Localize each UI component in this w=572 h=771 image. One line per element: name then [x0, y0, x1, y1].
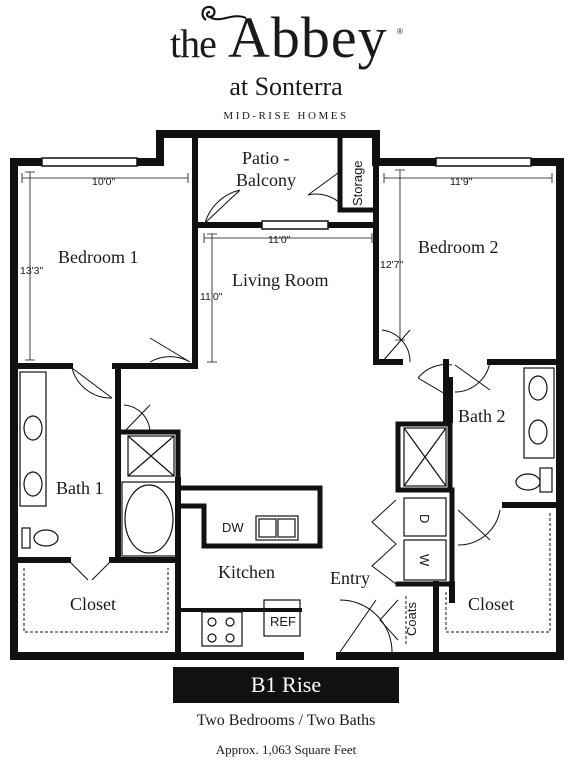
door-entry: [339, 599, 393, 653]
bedroom1-depth-label: 13'3": [20, 265, 44, 277]
bath2-label: Bath 2: [458, 406, 506, 426]
door-bath1: [71, 367, 113, 399]
dryer-label: D: [417, 514, 432, 523]
door-bath2-inner: [454, 361, 491, 393]
storage-label: Storage: [350, 160, 365, 206]
bedroom1-width-label: 10'0": [92, 176, 116, 188]
stove: [201, 611, 243, 647]
bath1-sink-top: [23, 415, 43, 441]
bedroom1-label: Bedroom 1: [58, 247, 139, 267]
bath2-sink-top: [528, 375, 548, 401]
bedroom2-label: Bedroom 2: [418, 237, 499, 257]
kitchen-label: Kitchen: [218, 562, 275, 582]
window-bedroom2: [435, 157, 532, 167]
door-patio: [204, 189, 241, 224]
bedroom2-width-label: 11'9": [450, 176, 473, 188]
dimension-lines: [21, 169, 553, 363]
door-coats: [379, 599, 399, 641]
shower-left-wall: [115, 429, 181, 483]
bedroom2-wall-left: [373, 159, 403, 365]
bath1-vanity: [19, 371, 47, 507]
coats-label: Coats: [404, 602, 419, 636]
bath2-vanity: [523, 367, 555, 459]
bath1-shower: [127, 435, 175, 477]
closet-right-wall: [433, 581, 455, 659]
door-bath2: [417, 364, 453, 399]
laundry-closet: [395, 487, 455, 587]
window-patio: [261, 220, 329, 230]
patio-label-line1: Patio -: [242, 148, 290, 168]
dishwasher-label: DW: [222, 520, 244, 535]
bath1-label: Bath 1: [56, 478, 104, 498]
logo-flourish: [201, 5, 247, 21]
fixtures: [19, 367, 555, 647]
door-bedroom2: [381, 329, 411, 363]
windows: [41, 157, 532, 230]
door-bedroom1: [149, 337, 191, 363]
bedroom1-wall-right: [142, 222, 198, 369]
unit-description: Two Bedrooms / Two Baths: [196, 712, 376, 729]
door-closet-right: [457, 509, 501, 546]
closet-left-label: Closet: [70, 594, 116, 614]
bedroom2-depth-label: 12'7": [380, 259, 404, 271]
door-shower1: [123, 404, 151, 433]
door-storage: [307, 169, 343, 206]
bath1-toilet-tank: [21, 527, 31, 549]
kitchen-sink: [255, 515, 299, 541]
unit-name: B1 Rise: [250, 672, 322, 697]
brand-name: Abbey: [228, 5, 388, 70]
brand-tagline: MID-RISE HOMES: [223, 110, 349, 122]
refrigerator: [263, 599, 301, 637]
living-width-label: 11'0": [268, 234, 291, 246]
bath2-sink-bottom: [528, 419, 548, 445]
registered-mark: ®: [397, 27, 403, 36]
brand-location: at Sonterra: [229, 72, 343, 101]
door-laundry: [371, 499, 397, 585]
doors: [69, 169, 501, 653]
walls: [10, 130, 564, 660]
washer-label: W: [417, 554, 432, 567]
window-bedroom1: [41, 157, 138, 167]
bath2-shower: [403, 427, 447, 487]
storage-wall: [337, 131, 379, 213]
patio-label-line2: Balcony: [236, 170, 296, 190]
dryer-box: [403, 497, 447, 537]
bath1-tub: [121, 481, 177, 557]
brand-the: the: [170, 21, 217, 66]
washer-box: [403, 539, 447, 581]
living-room-label: Living Room: [232, 270, 329, 290]
living-depth-label: 11'0": [200, 291, 223, 303]
closet-rods: [23, 512, 551, 646]
door-closet-left: [69, 561, 111, 581]
bath1-toilet: [33, 529, 59, 547]
bath2-toilet: [515, 473, 541, 491]
unit-name-banner: B1 Rise: [173, 667, 399, 703]
bath2-wall-left: [443, 359, 453, 423]
entry-label: Entry: [330, 568, 370, 588]
refrigerator-label: REF: [270, 614, 296, 629]
bath1-sink-bottom: [23, 471, 43, 497]
kitchen-island: [175, 485, 323, 549]
unit-square-feet: Approx. 1,063 Square Feet: [215, 742, 357, 757]
closet-right-label: Closet: [468, 594, 514, 614]
